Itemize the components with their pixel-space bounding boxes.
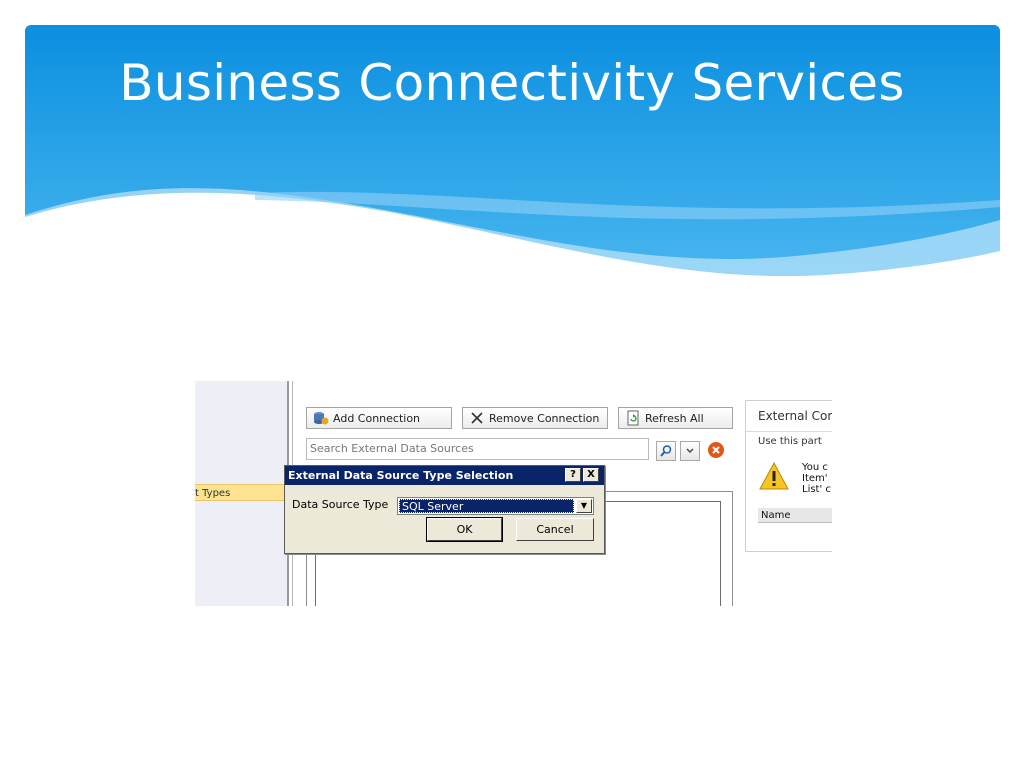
- add-connection-icon: [313, 410, 329, 426]
- remove-connection-label: Remove Connection: [489, 411, 600, 425]
- selected-value: SQL Server: [399, 499, 574, 513]
- dialog-title: External Data Source Type Selection: [288, 469, 514, 482]
- navigation-pane: t Types: [195, 381, 287, 606]
- cancel-button[interactable]: Cancel: [516, 518, 594, 541]
- warning-icon: [758, 461, 790, 495]
- dialog-titlebar: External Data Source Type Selection: [285, 466, 604, 485]
- panel-title: External Cor: [758, 409, 832, 423]
- help-button[interactable]: ?: [565, 468, 581, 482]
- name-column-header[interactable]: Name: [758, 508, 832, 523]
- search-external-data-sources-input[interactable]: Search External Data Sources: [306, 438, 649, 460]
- panel-divider: [746, 431, 832, 432]
- external-data-source-type-dialog: External Data Source Type Selection ? X …: [284, 465, 605, 554]
- add-connection-button[interactable]: Add Connection: [306, 407, 452, 429]
- nav-item-external-content-types[interactable]: t Types: [195, 484, 287, 501]
- sharepoint-designer-screenshot: t Types Add Connection Remove Connection…: [195, 381, 832, 606]
- refresh-all-button[interactable]: Refresh All: [618, 407, 733, 429]
- panel-description: Use this part: [758, 436, 822, 447]
- refresh-all-label: Refresh All: [645, 411, 704, 425]
- ok-button[interactable]: OK: [426, 517, 503, 542]
- external-content-panel: External Cor Use this part You c Item' L…: [745, 400, 832, 552]
- clear-search-icon[interactable]: [706, 441, 726, 461]
- data-source-type-select[interactable]: SQL Server ▼: [397, 497, 594, 515]
- slide-title: Business Connectivity Services: [119, 54, 905, 112]
- remove-x-icon: [469, 410, 485, 426]
- close-button[interactable]: X: [583, 468, 599, 482]
- data-source-type-label: Data Source Type: [292, 498, 389, 511]
- remove-connection-button[interactable]: Remove Connection: [462, 407, 608, 429]
- refresh-icon: [625, 410, 641, 426]
- chevron-down-icon[interactable]: [680, 441, 700, 461]
- add-connection-label: Add Connection: [333, 411, 421, 425]
- slide-header: [25, 25, 1000, 290]
- search-icon[interactable]: [656, 441, 676, 461]
- dropdown-arrow-icon[interactable]: ▼: [576, 499, 592, 513]
- warning-message: You c Item' List' c: [802, 462, 831, 495]
